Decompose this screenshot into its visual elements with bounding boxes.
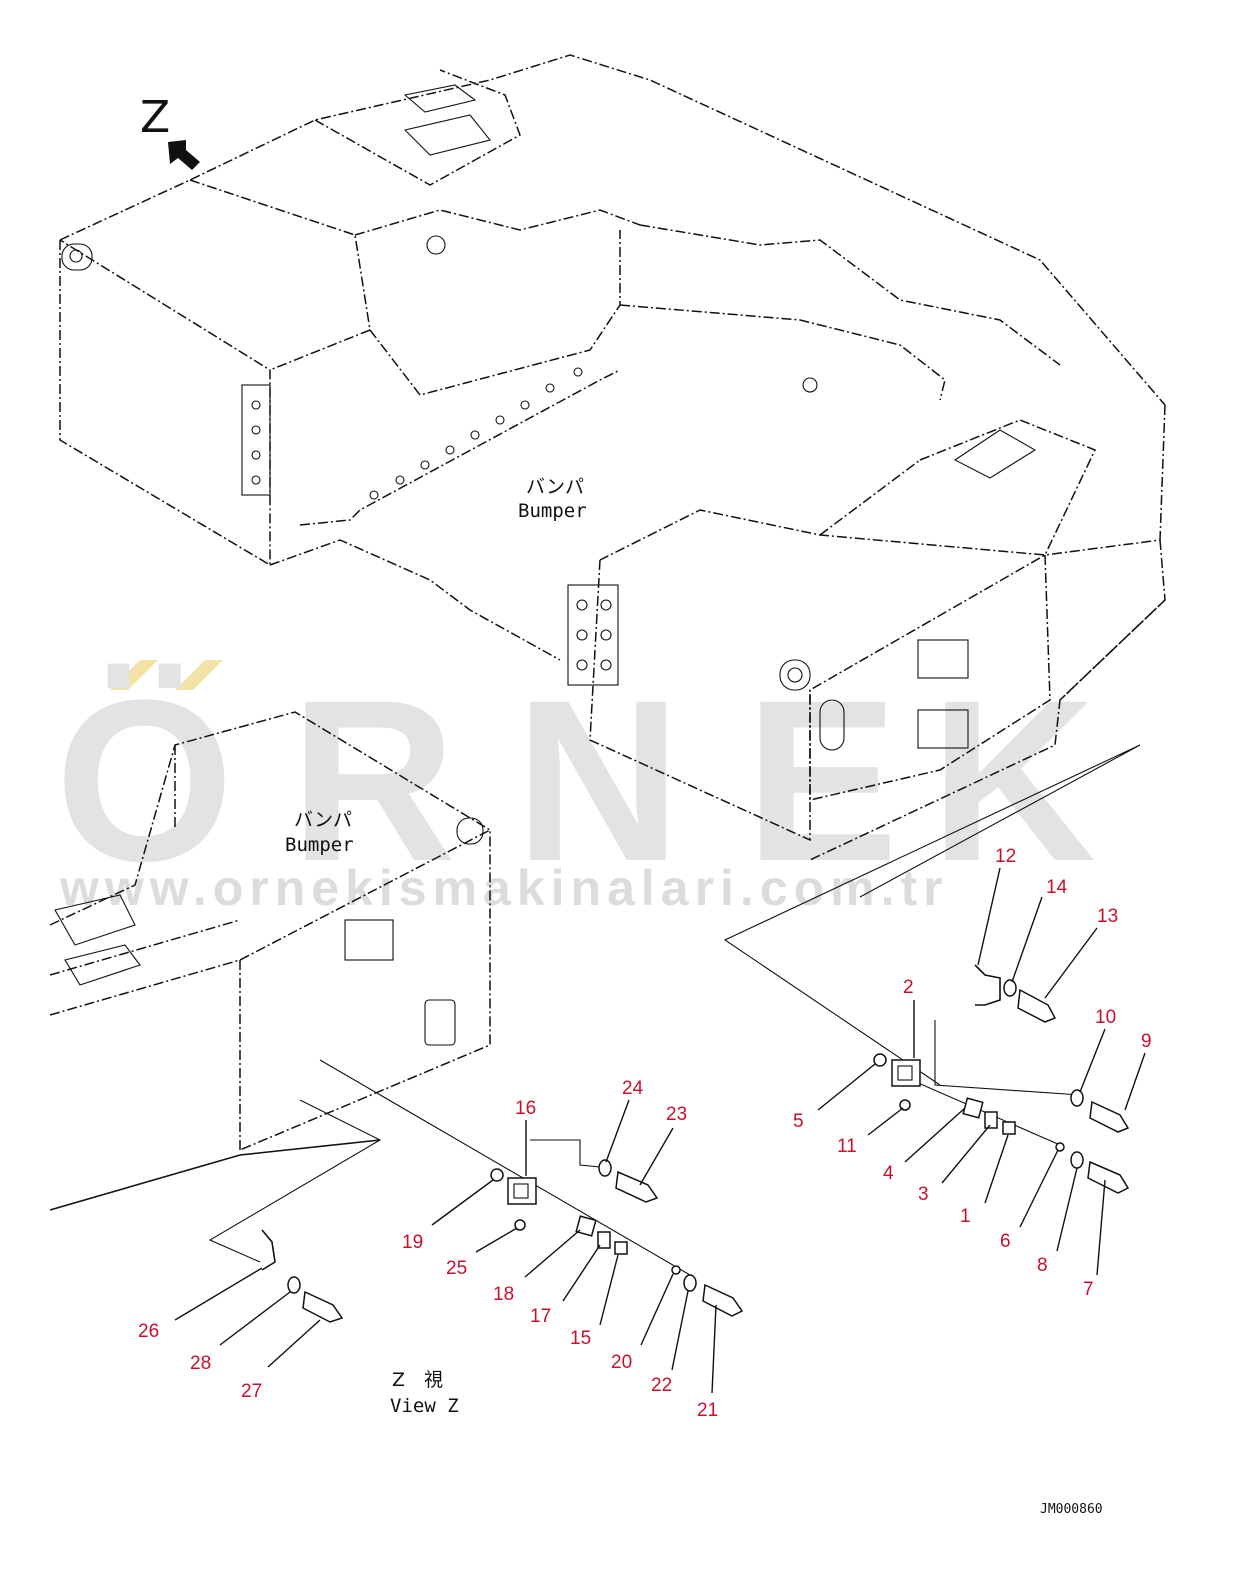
lift-eye-right: [779, 659, 811, 691]
part-clip: [974, 964, 1001, 1006]
view-z-letter: Z: [140, 92, 170, 143]
callout-18: 18: [493, 1284, 514, 1305]
part-clip-26: [261, 1229, 276, 1271]
bumper-bracket: [567, 584, 619, 686]
part-bolt-7: [1087, 1160, 1130, 1194]
watermark-letter-n: N: [515, 652, 681, 909]
callout-26: 26: [138, 1321, 159, 1342]
part-nut-19: [490, 1168, 504, 1182]
lift-eye-left: [61, 243, 93, 271]
view-caption-jp: Z 視: [392, 1369, 443, 1391]
part-relay-16: [507, 1177, 537, 1205]
detail-bumper-label-jp: バンパ: [294, 809, 352, 831]
detail-vent-grille: [344, 919, 394, 961]
watermark-accent-right: [175, 660, 223, 690]
callout-17: 17: [530, 1306, 551, 1327]
callout-13: 13: [1097, 906, 1118, 927]
bumper-label-jp: バンパ: [526, 476, 584, 498]
callout-21: 21: [697, 1400, 718, 1421]
callout-27: 27: [241, 1381, 262, 1402]
part-nut-20: [671, 1265, 681, 1275]
part-bolt-27: [302, 1290, 344, 1323]
callout-2: 2: [903, 977, 914, 998]
vent-grille-upper: [917, 639, 969, 679]
view-caption-en: View Z: [390, 1395, 459, 1417]
part-washer-22: [683, 1274, 697, 1292]
part-nut-11: [899, 1099, 911, 1111]
callout-5: 5: [793, 1111, 804, 1132]
callout-12: 12: [995, 846, 1016, 867]
callout-4: 4: [883, 1163, 894, 1184]
callout-14: 14: [1046, 877, 1068, 898]
watermark-accent-left: [110, 660, 158, 690]
part-nut-25: [514, 1219, 526, 1231]
callout-23: 23: [666, 1104, 687, 1125]
callout-11: 11: [837, 1136, 857, 1157]
part-nut-5: [873, 1053, 887, 1067]
view-caption: Z 視 View Z: [390, 1369, 459, 1417]
watermark-letter-e: E: [745, 652, 898, 909]
callout-24: 24: [622, 1078, 644, 1099]
leader-lines: [174, 867, 1146, 1394]
exploded-parts-right: [723, 744, 1141, 1194]
watermark-letter-o: Ö: [55, 652, 234, 909]
detail-view-z: バンパ Bumper: [49, 711, 491, 1211]
part-plate-3: [984, 1111, 998, 1129]
part-washer-10: [1070, 1089, 1084, 1107]
view-arrow-icon: [168, 140, 200, 170]
part-bolt-23: [615, 1170, 659, 1203]
callout-8: 8: [1037, 1255, 1048, 1276]
part-relay-2: [891, 1059, 921, 1087]
part-plate-17: [597, 1231, 611, 1249]
exploded-parts-left: [208, 1059, 744, 1323]
callout-numbers: 12 14 13 2 10 9 5 11 4 3 1 6 8 7 16 24 2…: [138, 846, 1152, 1421]
callout-15: 15: [570, 1328, 591, 1349]
watermark-letter-r: R: [290, 652, 456, 909]
counterweight-main-view: バンパ Bumper: [59, 54, 1166, 861]
part-washer-14: [1003, 979, 1017, 997]
callout-3: 3: [918, 1184, 929, 1205]
part-nut-6: [1055, 1142, 1065, 1152]
callout-22: 22: [651, 1375, 672, 1396]
vent-grille-lower: [917, 709, 969, 749]
callout-19: 19: [402, 1232, 423, 1253]
callout-1: 1: [960, 1206, 971, 1227]
callout-28: 28: [190, 1353, 211, 1374]
callout-16: 16: [515, 1098, 536, 1119]
callout-7: 7: [1083, 1279, 1094, 1300]
watermark: Ö R N E K www.ornekismakinalari.com.tr: [55, 652, 1096, 916]
watermark-letter-k: K: [930, 652, 1096, 909]
part-plate-18: [575, 1215, 597, 1237]
part-bolt-9: [1089, 1100, 1130, 1133]
callout-25: 25: [446, 1258, 467, 1279]
part-bolt-21: [702, 1283, 744, 1317]
view-z-indicator: Z: [140, 92, 200, 170]
drawing-code: JM000860: [1040, 1502, 1103, 1517]
part-bolt-13: [1017, 988, 1057, 1023]
callout-9: 9: [1141, 1031, 1152, 1052]
part-washer-24: [598, 1159, 612, 1177]
callout-20: 20: [611, 1352, 632, 1373]
part-plug-1: [1002, 1121, 1016, 1135]
part-washer-28: [287, 1276, 301, 1294]
part-washer-8: [1070, 1151, 1084, 1169]
part-plug-15: [614, 1241, 628, 1255]
watermark-url: www.ornekismakinalari.com.tr: [59, 860, 949, 916]
part-plate-4: [962, 1097, 984, 1119]
callout-6: 6: [1000, 1231, 1011, 1252]
bumper-label-en: Bumper: [518, 500, 587, 522]
callout-10: 10: [1095, 1007, 1116, 1028]
detail-bumper-label-en: Bumper: [285, 834, 354, 856]
